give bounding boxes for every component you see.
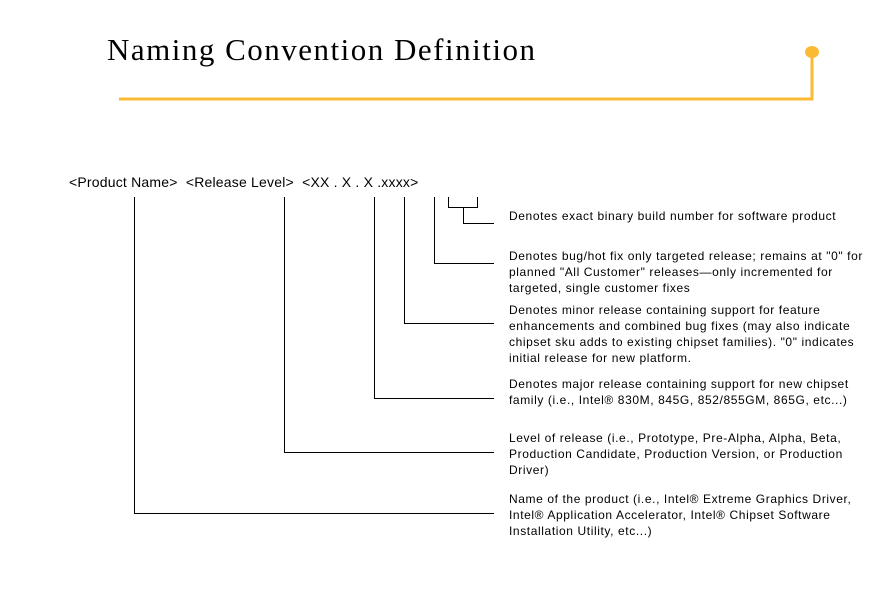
connector-hotfix [434, 197, 494, 264]
connector-product [134, 197, 494, 514]
connector-build [463, 207, 494, 224]
desc-release-level: Level of release (i.e., Prototype, Pre-A… [509, 431, 843, 477]
desc-hotfix: Denotes bug/hot fix only targeted releas… [509, 249, 863, 295]
desc-product-name: Name of the product (i.e., Intel® Extrem… [509, 492, 852, 538]
connector-major [374, 197, 494, 399]
desc-minor-release: Denotes minor release containing support… [509, 303, 855, 365]
page-title: Naming Convention Definition [107, 32, 537, 67]
naming-format: <Product Name> <Release Level> <XX . X .… [69, 174, 419, 190]
desc-build-number: Denotes exact binary build number for so… [509, 209, 837, 223]
connector-minor [404, 197, 494, 324]
connector-build-bracket [448, 197, 478, 208]
desc-major-release: Denotes major release containing support… [509, 377, 849, 407]
connector-level [284, 197, 494, 453]
accent-rule [119, 52, 814, 101]
title-decoration [119, 46, 819, 101]
accent-dot [805, 46, 819, 58]
